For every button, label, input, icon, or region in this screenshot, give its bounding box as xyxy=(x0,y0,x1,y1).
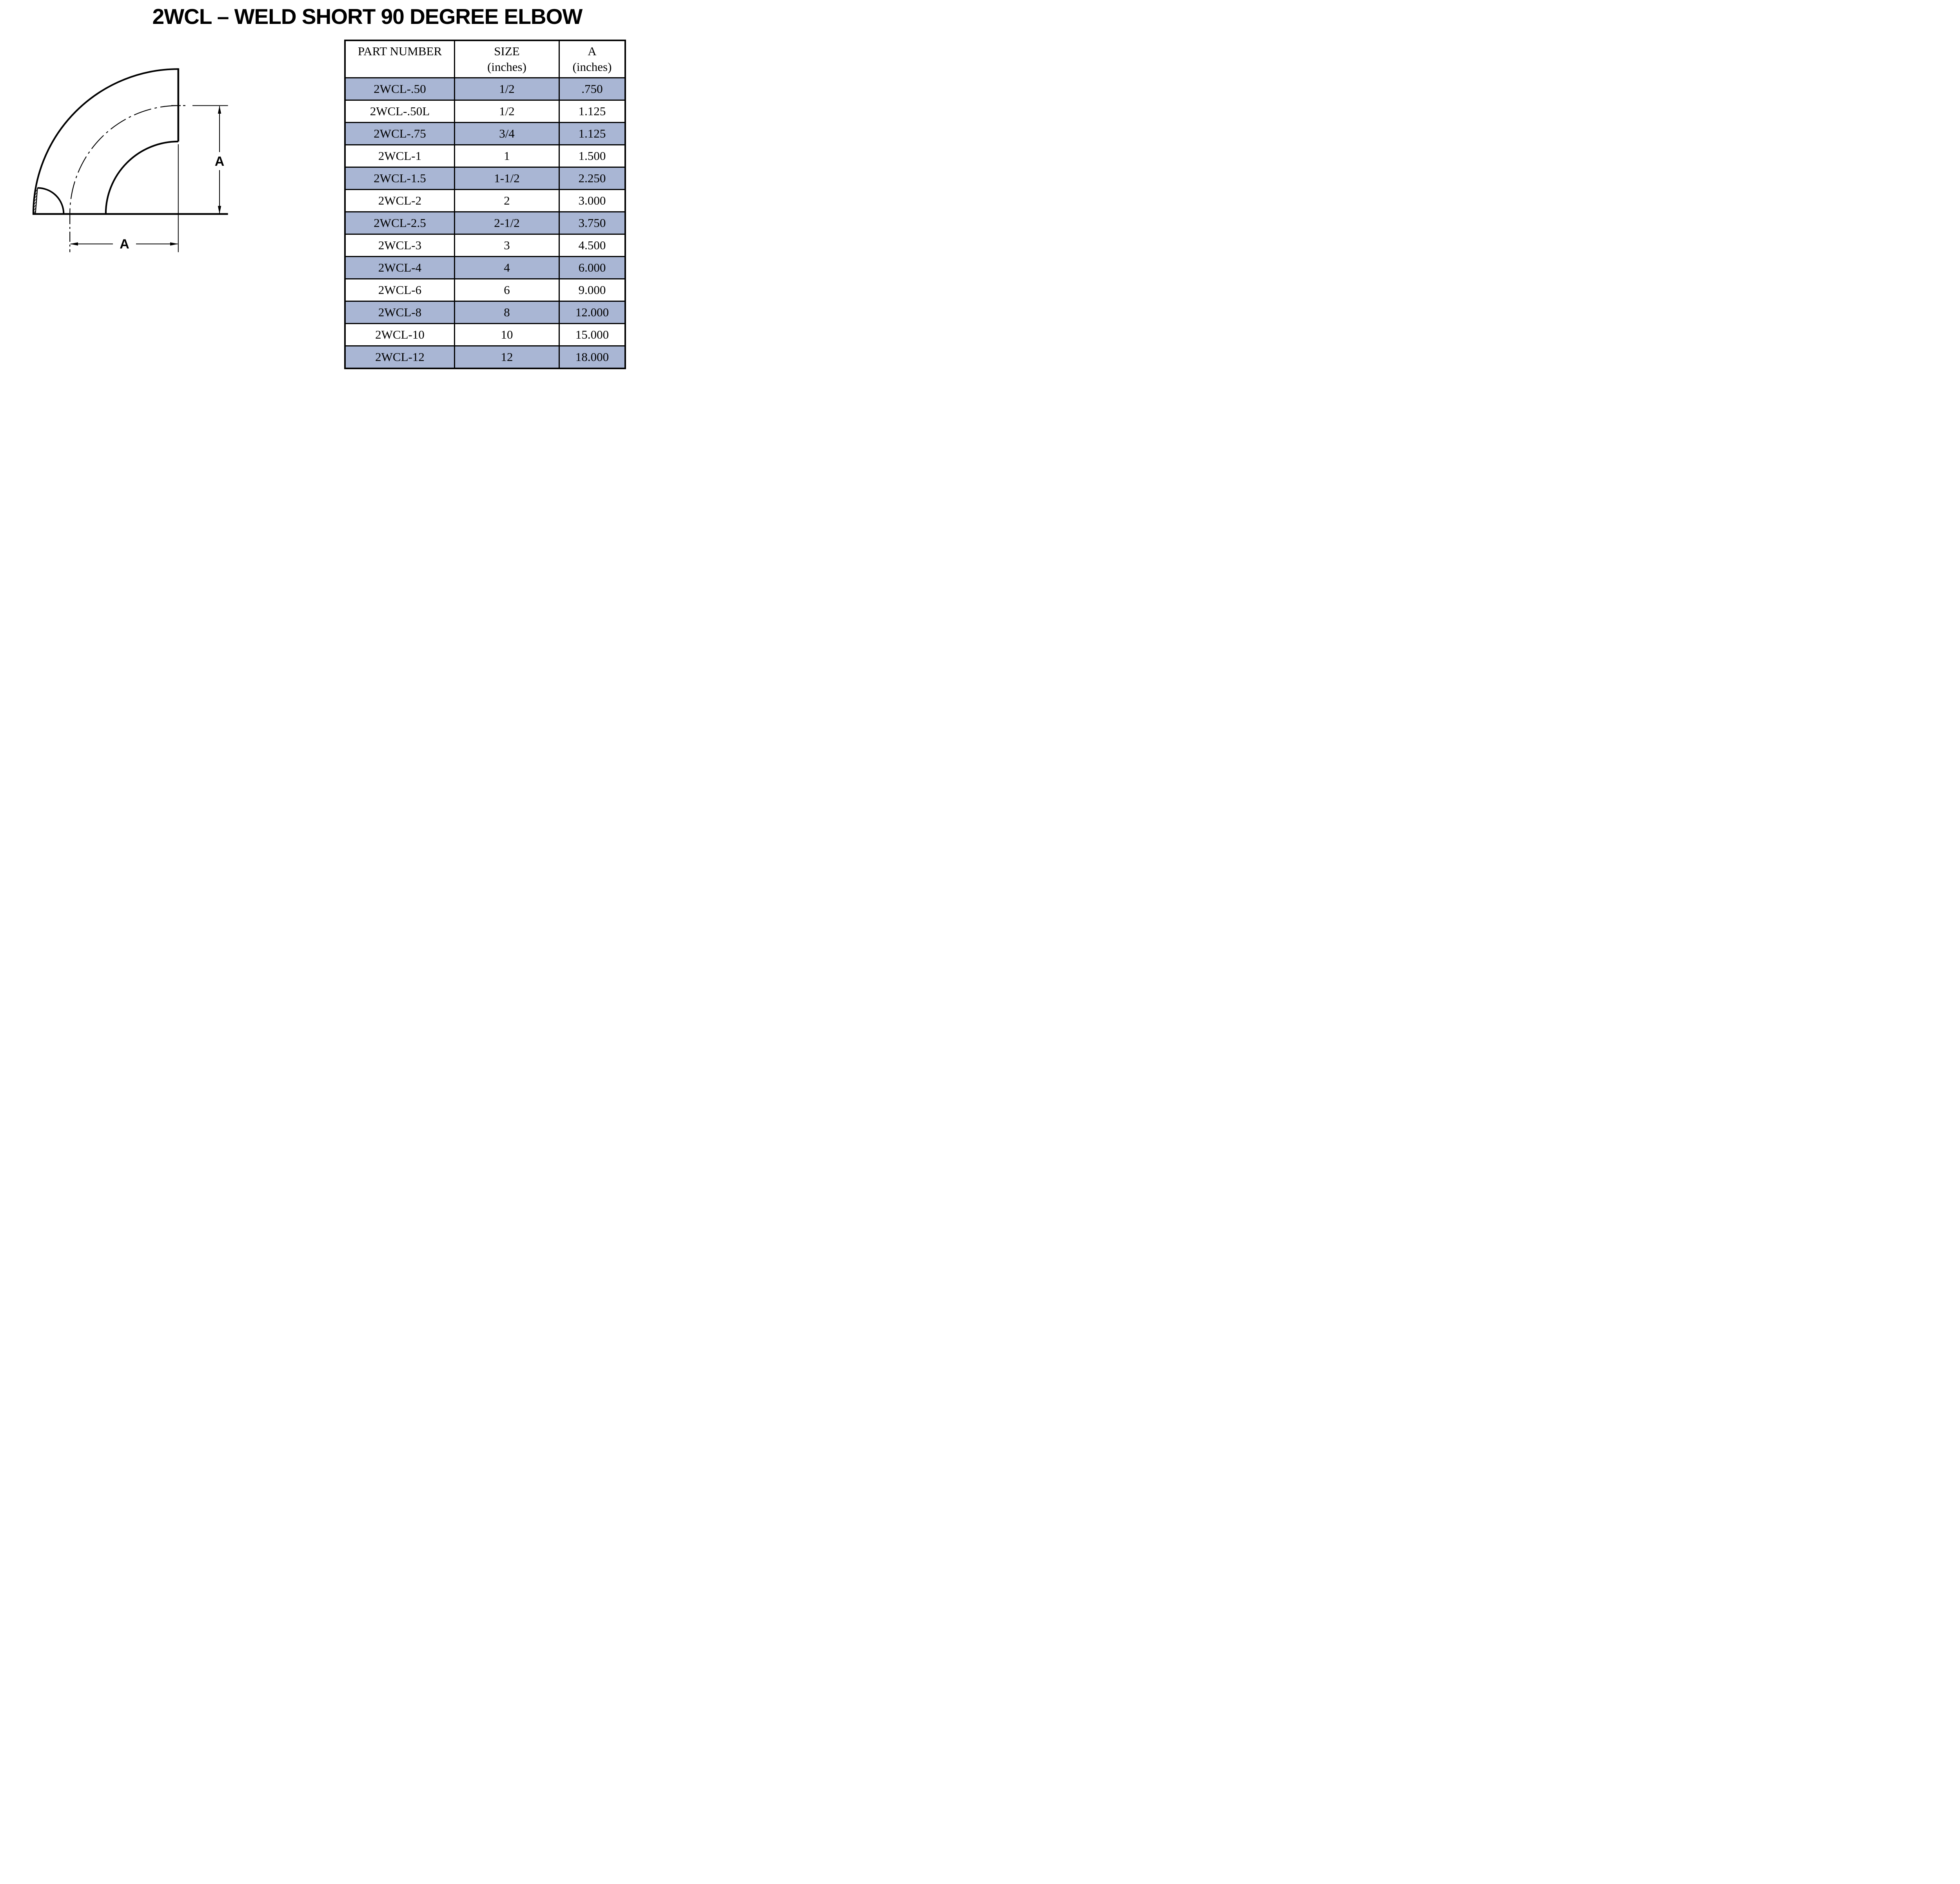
elbow-wall-edge-line xyxy=(35,188,38,214)
a-cell: 4.500 xyxy=(560,235,624,256)
part-cell: 2WCL-8 xyxy=(346,302,454,323)
vertical-dimension-label: A xyxy=(215,154,225,169)
header-line: A xyxy=(588,44,597,58)
arrow-left-icon xyxy=(70,242,78,246)
wall-hatching xyxy=(33,189,38,214)
part-cell: 2WCL-1 xyxy=(346,145,454,167)
col-header-size: SIZE (inches) xyxy=(455,41,559,77)
header-line: (inches) xyxy=(572,60,612,74)
size-cell: 4 xyxy=(455,257,559,278)
part-cell: 2WCL-10 xyxy=(346,324,454,345)
arrow-down-icon xyxy=(218,206,221,214)
arrow-up-icon xyxy=(218,105,221,114)
size-cell: 2-1/2 xyxy=(455,212,559,234)
size-cell: 12 xyxy=(455,346,559,368)
a-cell: 9.000 xyxy=(560,279,624,301)
col-header-a: A (inches) xyxy=(560,41,624,77)
a-cell: .750 xyxy=(560,78,624,100)
size-cell: 1-1/2 xyxy=(455,168,559,189)
arrow-right-icon xyxy=(170,242,178,246)
header-line: SIZE xyxy=(494,44,520,58)
col-header-part-number: PART NUMBER xyxy=(346,41,454,77)
part-cell: 2WCL-.50 xyxy=(346,78,454,100)
horizontal-dimension-label: A xyxy=(120,237,129,252)
part-cell: 2WCL-1.5 xyxy=(346,168,454,189)
size-cell: 8 xyxy=(455,302,559,323)
size-cell: 3/4 xyxy=(455,123,559,144)
page-title: 2WCL – WELD SHORT 90 DEGREE ELBOW xyxy=(152,4,583,29)
size-cell: 2 xyxy=(455,190,559,211)
header-line: PART NUMBER xyxy=(358,44,442,58)
a-cell: 18.000 xyxy=(560,346,624,368)
horizontal-dimension: A xyxy=(70,237,178,252)
catalog-page: 2WCL – WELD SHORT 90 DEGREE ELBOW xyxy=(0,0,627,377)
part-cell: 2WCL-.75 xyxy=(346,123,454,144)
size-cell: 3 xyxy=(455,235,559,256)
size-cell: 1/2 xyxy=(455,101,559,122)
a-cell: 3.000 xyxy=(560,190,624,211)
part-cell: 2WCL-3 xyxy=(346,235,454,256)
elbow-diagram: A A xyxy=(32,68,228,252)
spec-table: PART NUMBER SIZE (inches) A (inches) 2WC… xyxy=(344,40,626,369)
elbow-bore-opening-arc xyxy=(37,187,65,214)
part-cell: 2WCL-2 xyxy=(346,190,454,211)
part-cell: 2WCL-12 xyxy=(346,346,454,368)
a-cell: 1.125 xyxy=(560,123,624,144)
elbow-outer-arc xyxy=(32,68,178,214)
header-line: (inches) xyxy=(487,60,526,74)
elbow-inner-arc xyxy=(105,140,178,214)
a-cell: 3.750 xyxy=(560,212,624,234)
size-cell: 1 xyxy=(455,145,559,167)
a-cell: 12.000 xyxy=(560,302,624,323)
part-cell: 2WCL-.50L xyxy=(346,101,454,122)
vertical-dimension: A xyxy=(215,105,225,214)
size-cell: 10 xyxy=(455,324,559,345)
elbow-centerline-arc xyxy=(69,105,178,214)
a-cell: 2.250 xyxy=(560,168,624,189)
part-cell: 2WCL-4 xyxy=(346,257,454,278)
a-cell: 15.000 xyxy=(560,324,624,345)
a-cell: 6.000 xyxy=(560,257,624,278)
size-cell: 6 xyxy=(455,279,559,301)
part-cell: 2WCL-2.5 xyxy=(346,212,454,234)
a-cell: 1.125 xyxy=(560,101,624,122)
a-cell: 1.500 xyxy=(560,145,624,167)
size-cell: 1/2 xyxy=(455,78,559,100)
part-cell: 2WCL-6 xyxy=(346,279,454,301)
